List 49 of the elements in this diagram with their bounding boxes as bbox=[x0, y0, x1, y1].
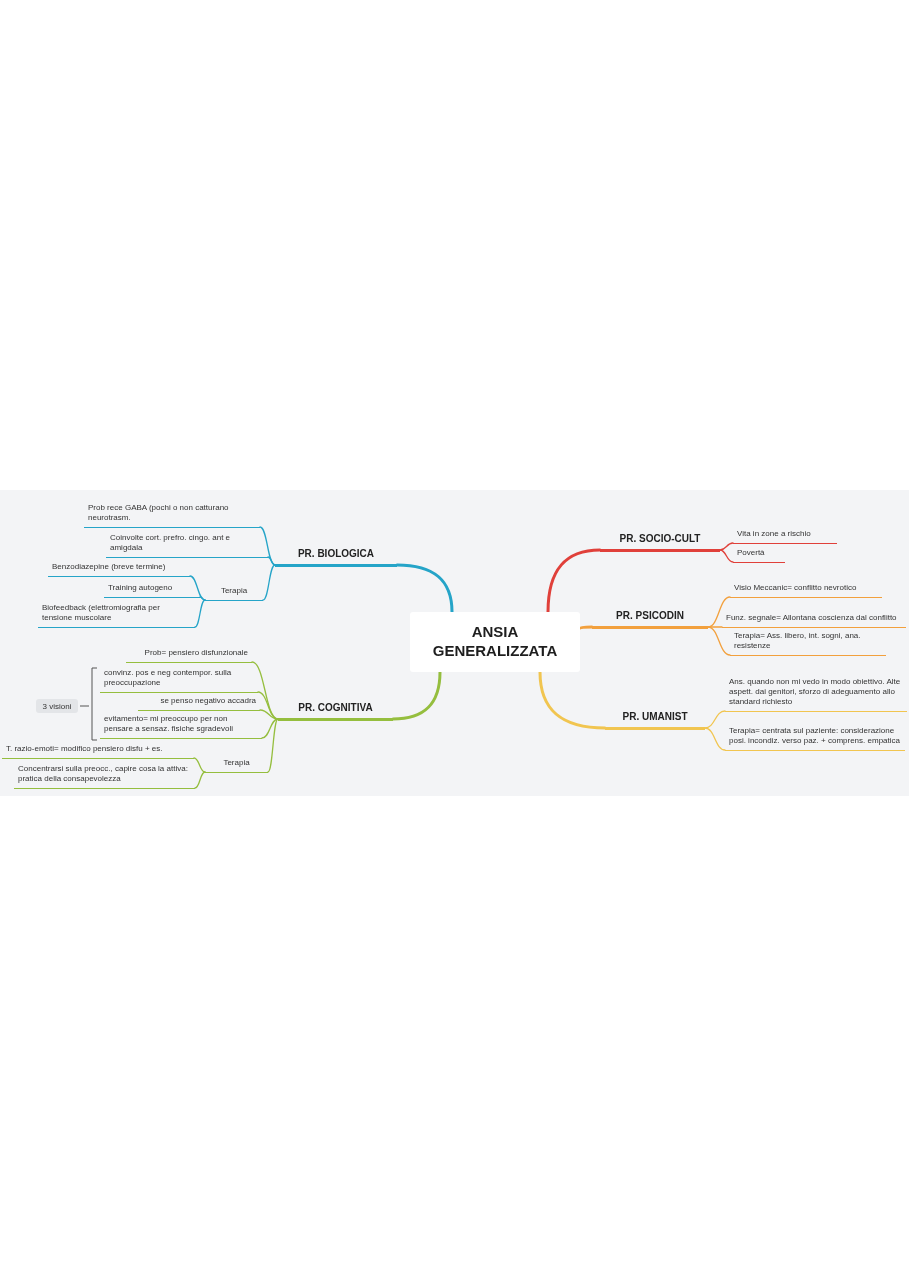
subtopic-text: Ans. quando non mi vedo in modo obiettivo. Alte aspett. dai genitori, sforzo di adeguamento allo standard richiesto bbox=[725, 676, 907, 712]
branch-line bbox=[704, 727, 726, 751]
subtopic-text: Vita in zone a rischio bbox=[733, 529, 837, 544]
branch-line bbox=[719, 549, 734, 563]
subtopic-text: Terapia bbox=[205, 586, 263, 601]
branch-line bbox=[546, 548, 602, 614]
subtopic-text: Benzodiazepine (breve termine) bbox=[48, 562, 190, 577]
branch-line bbox=[261, 718, 279, 739]
subtopic-text: Prob rece GABA (pochi o non catturano neurotrasm. bbox=[84, 502, 260, 528]
branch-line bbox=[391, 670, 442, 721]
subtopic-text: Prob= pensiero disfunzionale bbox=[126, 648, 252, 663]
branch-line bbox=[707, 626, 723, 628]
subtopic-text: Povertà bbox=[733, 548, 785, 563]
branch-line bbox=[267, 718, 279, 773]
branch-line bbox=[538, 670, 607, 730]
branch-line bbox=[719, 542, 734, 551]
subtopic-text: Biofeedback (elettromiografia per tensione muscolare bbox=[38, 602, 195, 628]
subtopic-text: T. razio-emoti= modifico pensiero disfu + es. bbox=[2, 744, 194, 759]
subtopic-text: Funz. segnale= Allontana coscienza dal conflitto bbox=[722, 613, 906, 628]
subtopic-text: Terapia bbox=[205, 758, 268, 773]
branch-line bbox=[395, 563, 454, 614]
subtopic-text: Terapia= Ass. libero, int. sogni, ana. resistenze bbox=[730, 630, 886, 656]
branch-line bbox=[267, 556, 276, 566]
subtopic-text: Terapia= centrata sul paziente: considerazione posi. incondiz. verso paz. + comprens. empatica bbox=[725, 725, 905, 751]
central-topic: ANSIA GENERALIZZATA bbox=[410, 612, 580, 672]
branch-topic: PR. UMANIST bbox=[605, 710, 705, 730]
branch-line bbox=[578, 625, 594, 630]
subtopic-text: Visio Meccanic= conflitto nevrotico bbox=[730, 583, 882, 598]
branch-line bbox=[707, 626, 731, 656]
branch-line bbox=[194, 599, 206, 628]
subtopic-text: se penso negativo accadra bbox=[138, 696, 260, 711]
subtopic-text: evitamento= mi preoccupo per non pensare a sensaz. fisiche sgradevoli bbox=[100, 713, 262, 739]
branch-topic: PR. PSICODIN bbox=[592, 609, 708, 629]
subtopic-text: Concentrarsi sulla preocc., capire cosa la attiva: pratica della consapevolezza bbox=[14, 763, 195, 789]
subtopic-text: Coinvolte cort. prefro. cingo. ant e amigdala bbox=[106, 532, 268, 558]
branch-line bbox=[704, 710, 726, 729]
branch-topic: PR. COGNITIVA bbox=[278, 701, 393, 721]
subtopic-text: convinz. pos e neg contempor. sulla preoccupazione bbox=[100, 667, 258, 693]
branch-line bbox=[194, 771, 206, 789]
branch-topic: PR. SOCIO-CULT bbox=[600, 532, 720, 552]
summary-label: 3 visioni bbox=[36, 699, 78, 713]
branch-line bbox=[199, 596, 206, 601]
branch-topic: PR. BIOLOGICA bbox=[275, 547, 397, 567]
branch-line bbox=[189, 575, 206, 601]
branch-line bbox=[193, 757, 206, 773]
branch-line bbox=[259, 709, 279, 720]
subtopic-text: Training autogeno bbox=[104, 583, 200, 598]
branch-line bbox=[251, 661, 279, 720]
branch-line bbox=[262, 564, 276, 601]
